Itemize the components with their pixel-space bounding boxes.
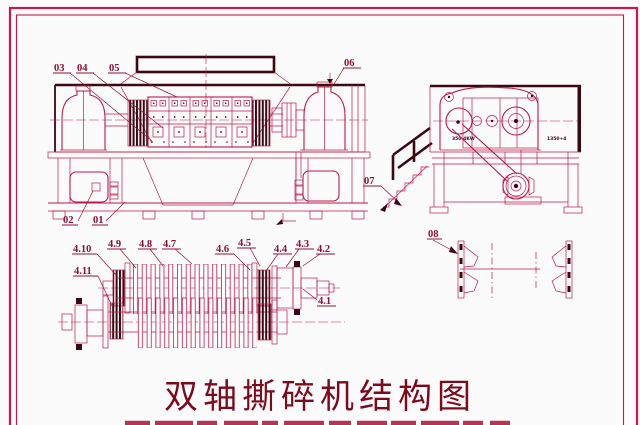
rotor-callouts: 4.10 4.11 4.9 4.8 4.7 4.6 4.5 4.4 4.3 4.… xyxy=(72,238,336,307)
left-blade xyxy=(457,240,479,299)
drawing-title: 双轴撕碎机结构图 xyxy=(164,378,476,416)
right-motor xyxy=(294,152,340,202)
callout-4-8: 4.8 xyxy=(139,239,152,250)
callout-4-10: 4.10 xyxy=(73,244,91,255)
callout-4-9: 4.9 xyxy=(108,239,121,250)
callout-4-1: 4.1 xyxy=(318,296,331,307)
frame-border xyxy=(8,6,639,425)
nameplate-right: 1350+4 xyxy=(547,136,566,142)
callout-4-11: 4.11 xyxy=(74,266,92,277)
right-coupling-hatch xyxy=(251,99,271,147)
stairs xyxy=(380,126,433,212)
callout-01: 01 xyxy=(93,215,104,226)
callout-08: 08 xyxy=(428,229,439,240)
callout-03: 03 xyxy=(54,63,65,74)
discharge-chute xyxy=(142,157,254,206)
right-blade xyxy=(551,240,573,299)
cutter-box xyxy=(147,96,253,148)
section-mark-top xyxy=(327,73,333,84)
left-motor xyxy=(69,171,119,203)
side-frame xyxy=(429,152,583,214)
nameplate-left: 350-4KW xyxy=(452,136,475,142)
callout-04: 04 xyxy=(77,63,88,74)
callout-05: 05 xyxy=(109,63,120,74)
blade-detail: 08 xyxy=(427,229,573,299)
callout-4-6: 4.6 xyxy=(216,244,229,255)
title-block: 双轴撕碎机结构图 xyxy=(125,378,510,425)
right-bearing-dome xyxy=(300,81,348,151)
callout-4-4: 4.4 xyxy=(274,244,288,255)
gearbox-housing: 350-4KW 1350+4 xyxy=(439,86,566,151)
lower-rotor-discs xyxy=(137,298,257,348)
callout-4-3: 4.3 xyxy=(296,239,309,250)
left-bearing-dome xyxy=(60,85,107,151)
front-view xyxy=(47,54,371,225)
callout-07: 07 xyxy=(364,176,375,187)
support-frame xyxy=(48,158,368,220)
callout-4-2: 4.2 xyxy=(317,244,330,255)
side-view: 350-4KW 1350+4 xyxy=(429,84,583,214)
section-mark-bottom xyxy=(276,213,296,225)
callout-02: 02 xyxy=(63,215,74,226)
feed-opening xyxy=(135,55,276,74)
front-view-callouts: 03 04 05 06 07 02 01 xyxy=(53,58,402,226)
callout-4-7: 4.7 xyxy=(163,239,176,250)
callout-4-5: 4.5 xyxy=(238,238,251,249)
belt-drive xyxy=(451,123,542,205)
left-coupling-hatch xyxy=(127,99,149,147)
callout-06: 06 xyxy=(344,58,355,69)
rotor-assembly xyxy=(58,261,345,350)
